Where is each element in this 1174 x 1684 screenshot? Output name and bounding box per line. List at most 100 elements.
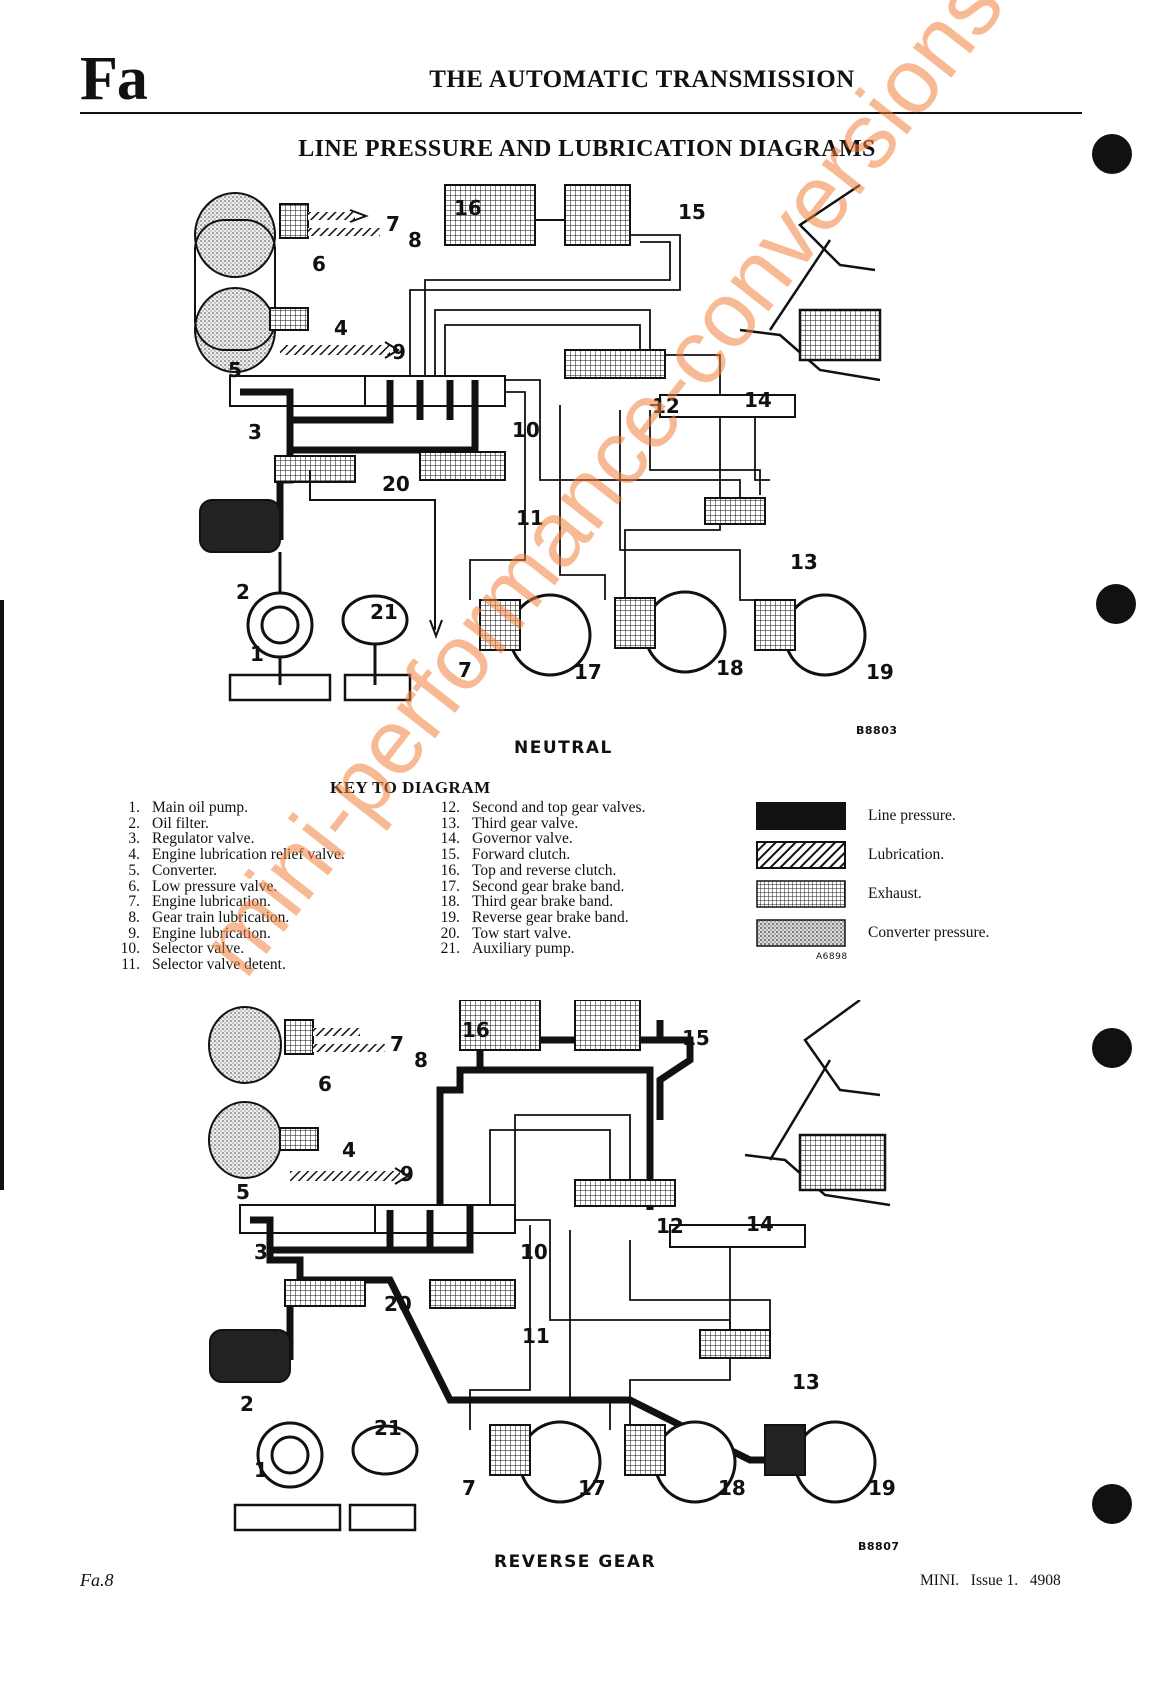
callout-6: 6 [318, 1072, 332, 1096]
callout-7-top: 7 [390, 1032, 404, 1056]
oil-filter-icon [199, 499, 281, 553]
oil-filter-icon [209, 1329, 291, 1383]
brake-band-19-icon [793, 1420, 877, 1504]
punch-hole [1096, 584, 1136, 624]
selector-valve-icon [364, 375, 506, 407]
callout-14: 14 [746, 1212, 774, 1236]
legend-item: Converter pressure. [756, 913, 989, 952]
callout-3: 3 [254, 1240, 268, 1264]
callout-8: 8 [408, 228, 422, 252]
relief-valve-icon [269, 307, 309, 331]
callout-18: 18 [718, 1476, 746, 1500]
brake-band-19-icon [783, 593, 867, 677]
legend-item: Exhaust. [756, 874, 989, 913]
callout-2: 2 [240, 1392, 254, 1416]
key-item: 9.Engine lubrication. [128, 924, 271, 942]
callout-9: 9 [392, 340, 406, 364]
punch-hole [1092, 1028, 1132, 1068]
exhaust-swatch [756, 879, 846, 908]
key-right-column: 12.Second and top gear valves. 13.Third … [430, 799, 646, 958]
callout-18: 18 [716, 656, 744, 680]
second-top-gear-valves-icon [564, 349, 666, 379]
callout-21: 21 [370, 600, 398, 624]
callout-2: 2 [236, 580, 250, 604]
callout-3: 3 [248, 420, 262, 444]
callout-4: 4 [334, 316, 348, 340]
third-gear-valve-icon [704, 497, 766, 525]
page-number: Fa.8 [80, 1570, 114, 1590]
selector-detent-icon [419, 451, 506, 481]
lubrication-swatch [756, 840, 846, 869]
callout-20: 20 [382, 472, 410, 496]
callout-7-bottom: 7 [458, 658, 472, 682]
key-item: 13.Third gear valve. [440, 814, 579, 832]
reverse-ref-code: B8807 [858, 1540, 900, 1553]
low-pressure-valve-icon [279, 203, 309, 239]
key-item: 6.Low pressure valve. [128, 877, 278, 895]
callout-21: 21 [374, 1416, 402, 1440]
governor-valve-icon [659, 394, 796, 418]
selector-linkage-icon [739, 183, 882, 382]
callout-1: 1 [250, 642, 264, 666]
key-item: 7.Engine lubrication. [128, 893, 271, 911]
callout-17: 17 [574, 660, 602, 684]
callout-10: 10 [520, 1240, 548, 1264]
callout-16: 16 [462, 1018, 490, 1042]
key-item: 4.Engine lubrication relief valve. [128, 846, 345, 864]
top-reverse-clutch-icon [459, 1000, 541, 1051]
tow-start-valve-icon [284, 1279, 366, 1307]
forward-clutch-icon [574, 1000, 641, 1051]
key-left-column: 1.Main oil pump. 2.Oil filter. 3.Regulat… [110, 800, 345, 973]
selector-detent-icon [429, 1279, 516, 1309]
key-item: 16.Top and reverse clutch. [440, 861, 617, 879]
low-pressure-valve-icon [284, 1019, 314, 1055]
callout-10: 10 [512, 418, 540, 442]
neutral-caption: NEUTRAL [514, 738, 613, 758]
callout-13: 13 [790, 550, 818, 574]
callout-1: 1 [254, 1458, 268, 1482]
callout-8: 8 [414, 1048, 428, 1072]
key-item: 18.Third gear brake band. [440, 893, 614, 911]
key-item: 12.Second and top gear valves. [440, 799, 646, 816]
key-item: 17.Second gear brake band. [440, 877, 625, 895]
key-item: 10.Selector valve. [120, 940, 245, 958]
key-item: 11.Selector valve detent. [121, 956, 286, 974]
punch-hole [1092, 1484, 1132, 1524]
callout-16: 16 [454, 196, 482, 220]
callout-19: 19 [866, 660, 894, 684]
callout-4: 4 [342, 1138, 356, 1162]
key-item: 14.Governor valve. [440, 830, 573, 848]
callout-19: 19 [868, 1476, 896, 1500]
forward-clutch-icon [564, 184, 631, 246]
callout-5: 5 [236, 1180, 250, 1204]
reverse-hydraulic-diagram [208, 1000, 891, 1532]
legend: Line pressure. Lubrication. Exhaust. Con… [756, 796, 989, 962]
key-item: 20.Tow start valve. [440, 924, 572, 942]
callout-9: 9 [400, 1162, 414, 1186]
neutral-hydraulic-diagram [194, 183, 882, 702]
callout-20: 20 [384, 1292, 412, 1316]
callout-7-top: 7 [386, 212, 400, 236]
key-item: 21.Auxiliary pump. [440, 940, 575, 958]
callout-12: 12 [656, 1214, 684, 1238]
key-title: KEY TO DIAGRAM [330, 778, 491, 797]
section-mark: Fa [80, 45, 148, 113]
key-item: 8.Gear train lubrication. [128, 908, 290, 926]
brake-band-18-icon [643, 590, 727, 674]
page-heading: LINE PRESSURE AND LUBRICATION DIAGRAMS [298, 136, 876, 162]
binding-edge-mark [0, 600, 4, 1190]
callout-15: 15 [682, 1026, 710, 1050]
tow-start-valve-icon [274, 455, 356, 483]
reverse-caption: REVERSE GEAR [494, 1552, 657, 1572]
key-item: 2.Oil filter. [128, 814, 209, 832]
neutral-ref-code: B8803 [856, 724, 898, 737]
legend-ref-code: A6898 [816, 952, 848, 962]
legend-item: Lubrication. [756, 835, 989, 874]
converter-pressure-swatch [756, 918, 846, 947]
punch-hole [1092, 134, 1132, 174]
main-oil-pump-icon [256, 1421, 324, 1489]
relief-valve-icon [279, 1127, 319, 1151]
callout-6: 6 [312, 252, 326, 276]
callout-11: 11 [516, 506, 544, 530]
converter-icon [208, 1006, 282, 1179]
